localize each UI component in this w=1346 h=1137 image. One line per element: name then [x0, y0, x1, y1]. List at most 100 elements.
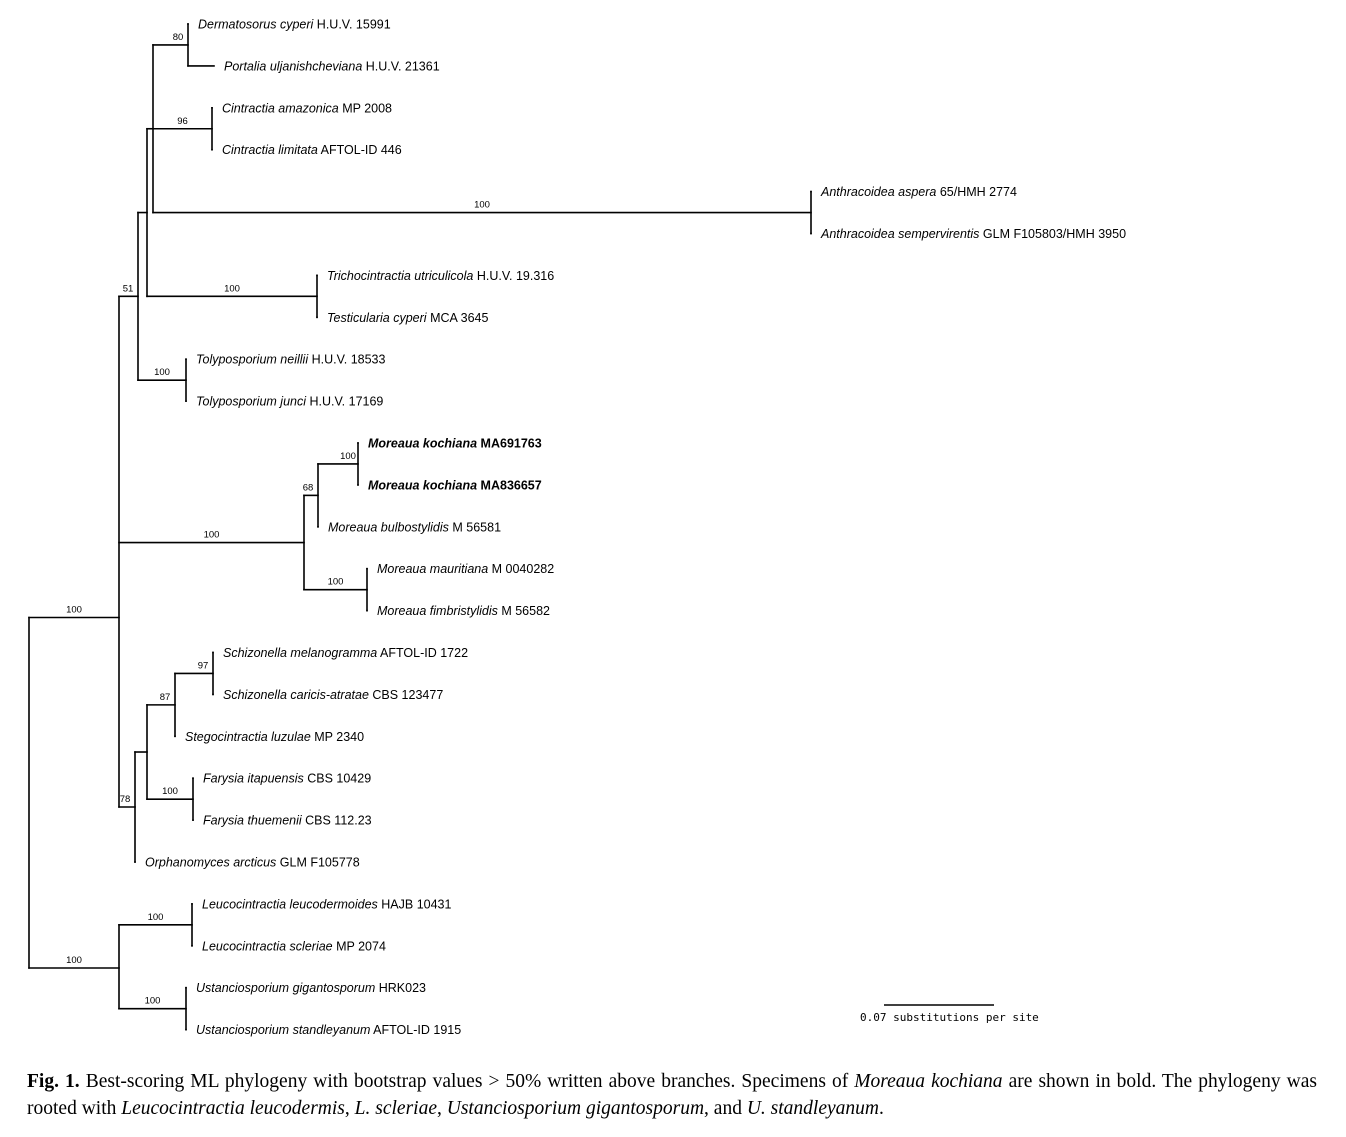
taxon-species: Moreaua kochiana [368, 437, 477, 451]
scale-bar: 0.07 substitutions per site [860, 1004, 1039, 1024]
taxon-labels: Dermatosorus cyperi H.U.V. 15991Portalia… [145, 18, 1126, 1038]
bootstrap-value: 100 [145, 996, 161, 1007]
taxon-voucher: MA691763 [477, 437, 542, 451]
bootstrap-value: 100 [66, 955, 82, 966]
taxon-label: Trichocintractia utriculicola H.U.V. 19.… [327, 269, 554, 283]
bootstrap-value: 78 [120, 794, 131, 805]
taxon-label: Leucocintractia scleriae MP 2074 [202, 939, 386, 953]
taxon-voucher: CBS 123477 [369, 688, 443, 702]
bootstrap-labels: 8096100100100511006810010097871007810010… [66, 32, 490, 1007]
bootstrap-value: 100 [162, 786, 178, 797]
bootstrap-value: 100 [224, 283, 240, 294]
taxon-species: Cintractia amazonica [222, 101, 339, 115]
taxon-species: Moreaua fimbristylidis [377, 604, 498, 618]
taxon-voucher: H.U.V. 15991 [313, 18, 390, 32]
taxon-species: Moreaua kochiana [368, 478, 477, 492]
bootstrap-value: 51 [123, 283, 134, 294]
bootstrap-value: 100 [474, 200, 490, 211]
taxon-species: Tolyposporium neillii [196, 353, 309, 367]
taxon-species: Orphanomyces arcticus [145, 856, 276, 870]
taxon-voucher: GLM F105803/HMH 3950 [979, 227, 1126, 241]
bootstrap-value: 100 [148, 912, 164, 923]
taxon-voucher: GLM F105778 [276, 856, 359, 870]
caption-italic-4: Ustanciosporium gigantosporum [446, 1098, 705, 1119]
taxon-species: Anthracoidea sempervirentis [820, 227, 979, 241]
taxon-species: Farysia thuemenii [203, 814, 303, 828]
taxon-label: Farysia thuemenii CBS 112.23 [203, 814, 372, 828]
bootstrap-value: 87 [160, 692, 171, 703]
tree-branches [28, 23, 812, 1031]
caption-text-1: Best-scoring ML phylogeny with bootstrap… [79, 1071, 855, 1092]
taxon-species: Schizonella caricis-atratae [223, 688, 369, 702]
taxon-label: Moreaua fimbristylidis M 56582 [377, 604, 550, 618]
taxon-species: Testicularia cyperi [327, 311, 428, 325]
taxon-label: Stegocintractia luzulae MP 2340 [185, 730, 364, 744]
taxon-species: Schizonella melanogramma [223, 646, 377, 660]
taxon-voucher: H.U.V. 19.316 [473, 269, 554, 283]
taxon-voucher: HRK023 [375, 981, 426, 995]
taxon-voucher: M 0040282 [488, 562, 554, 576]
taxon-voucher: H.U.V. 17169 [306, 395, 383, 409]
taxon-species: Portalia uljanishcheviana [224, 59, 362, 73]
taxon-label: Dermatosorus cyperi H.U.V. 15991 [198, 18, 391, 32]
taxon-voucher: M 56581 [449, 520, 501, 534]
bootstrap-value: 100 [66, 605, 82, 616]
caption-text-5: , and [704, 1098, 747, 1119]
taxon-voucher: AFTOL-ID 1722 [377, 646, 468, 660]
caption-text-3: , [344, 1098, 355, 1119]
taxon-species: Trichocintractia utriculicola [327, 269, 473, 283]
taxon-label: Orphanomyces arcticus GLM F105778 [145, 856, 360, 870]
taxon-voucher: H.U.V. 21361 [362, 59, 439, 73]
taxon-species: Cintractia limitata [222, 143, 318, 157]
bootstrap-value: 100 [204, 530, 220, 541]
phylogenetic-tree: Dermatosorus cyperi H.U.V. 15991Portalia… [28, 18, 1126, 1038]
taxon-label: Schizonella caricis-atratae CBS 123477 [223, 688, 443, 702]
taxon-label: Leucocintractia leucodermoides HAJB 1043… [202, 897, 452, 911]
taxon-species: Ustanciosporium gigantosporum [196, 981, 375, 995]
taxon-voucher: MP 2074 [333, 939, 386, 953]
caption-italic-5: U. standleyanum [746, 1098, 879, 1119]
taxon-voucher: CBS 112.23 [302, 814, 372, 828]
taxon-voucher: HAJB 10431 [378, 897, 452, 911]
taxon-voucher: 65/HMH 2774 [936, 185, 1017, 199]
taxon-species: Dermatosorus cyperi [198, 18, 315, 32]
caption-italic-1: Moreaua kochiana [854, 1071, 1003, 1092]
bootstrap-value: 97 [198, 660, 209, 671]
taxon-voucher: H.U.V. 18533 [308, 353, 385, 367]
bootstrap-value: 68 [303, 482, 314, 493]
taxon-voucher: M 56582 [498, 604, 550, 618]
taxon-species: Anthracoidea aspera [820, 185, 936, 199]
taxon-species: Moreaua bulbostylidis [328, 520, 449, 534]
bootstrap-value: 100 [328, 577, 344, 588]
bootstrap-value: 100 [340, 451, 356, 462]
bootstrap-value: 96 [177, 116, 188, 127]
taxon-label: Anthracoidea aspera 65/HMH 2774 [820, 185, 1017, 199]
taxon-species: Leucocintractia leucodermoides [202, 897, 378, 911]
caption-text-2: are shown in bold. The phylogeny was roo… [27, 1071, 1317, 1119]
taxon-voucher: AFTOL-ID 1915 [370, 1023, 461, 1037]
taxon-species: Ustanciosporium standleyanum [196, 1023, 370, 1037]
taxon-voucher: MCA 3645 [427, 311, 489, 325]
taxon-label: Ustanciosporium gigantosporum HRK023 [196, 981, 426, 995]
taxon-species: Moreaua mauritiana [377, 562, 488, 576]
caption-italic-2: Leucocintractia leucodermis [121, 1098, 345, 1119]
taxon-species: Tolyposporium junci [196, 395, 307, 409]
taxon-label: Tolyposporium junci H.U.V. 17169 [196, 395, 383, 409]
taxon-label: Moreaua bulbostylidis M 56581 [328, 520, 501, 534]
caption-text-6: . [878, 1098, 884, 1119]
taxon-label: Ustanciosporium standleyanum AFTOL-ID 19… [196, 1023, 461, 1037]
caption-italic-3: L. scleriae [354, 1098, 437, 1119]
taxon-label: Moreaua mauritiana M 0040282 [377, 562, 554, 576]
figure-caption: Fig. 1. Best-scoring ML phylogeny with b… [27, 1068, 1317, 1122]
taxon-species: Stegocintractia luzulae [185, 730, 311, 744]
taxon-label: Cintractia limitata AFTOL-ID 446 [222, 143, 402, 157]
taxon-label: Schizonella melanogramma AFTOL-ID 1722 [223, 646, 468, 660]
taxon-label: Tolyposporium neillii H.U.V. 18533 [196, 353, 386, 367]
taxon-voucher: MP 2008 [339, 101, 392, 115]
taxon-species: Leucocintractia scleriae [202, 939, 333, 953]
figure-label: Fig. 1. [27, 1071, 80, 1092]
taxon-label: Moreaua kochiana MA691763 [368, 437, 542, 451]
taxon-label: Moreaua kochiana MA836657 [368, 478, 542, 492]
taxon-label: Testicularia cyperi MCA 3645 [327, 311, 488, 325]
taxon-voucher: AFTOL-ID 446 [318, 143, 402, 157]
